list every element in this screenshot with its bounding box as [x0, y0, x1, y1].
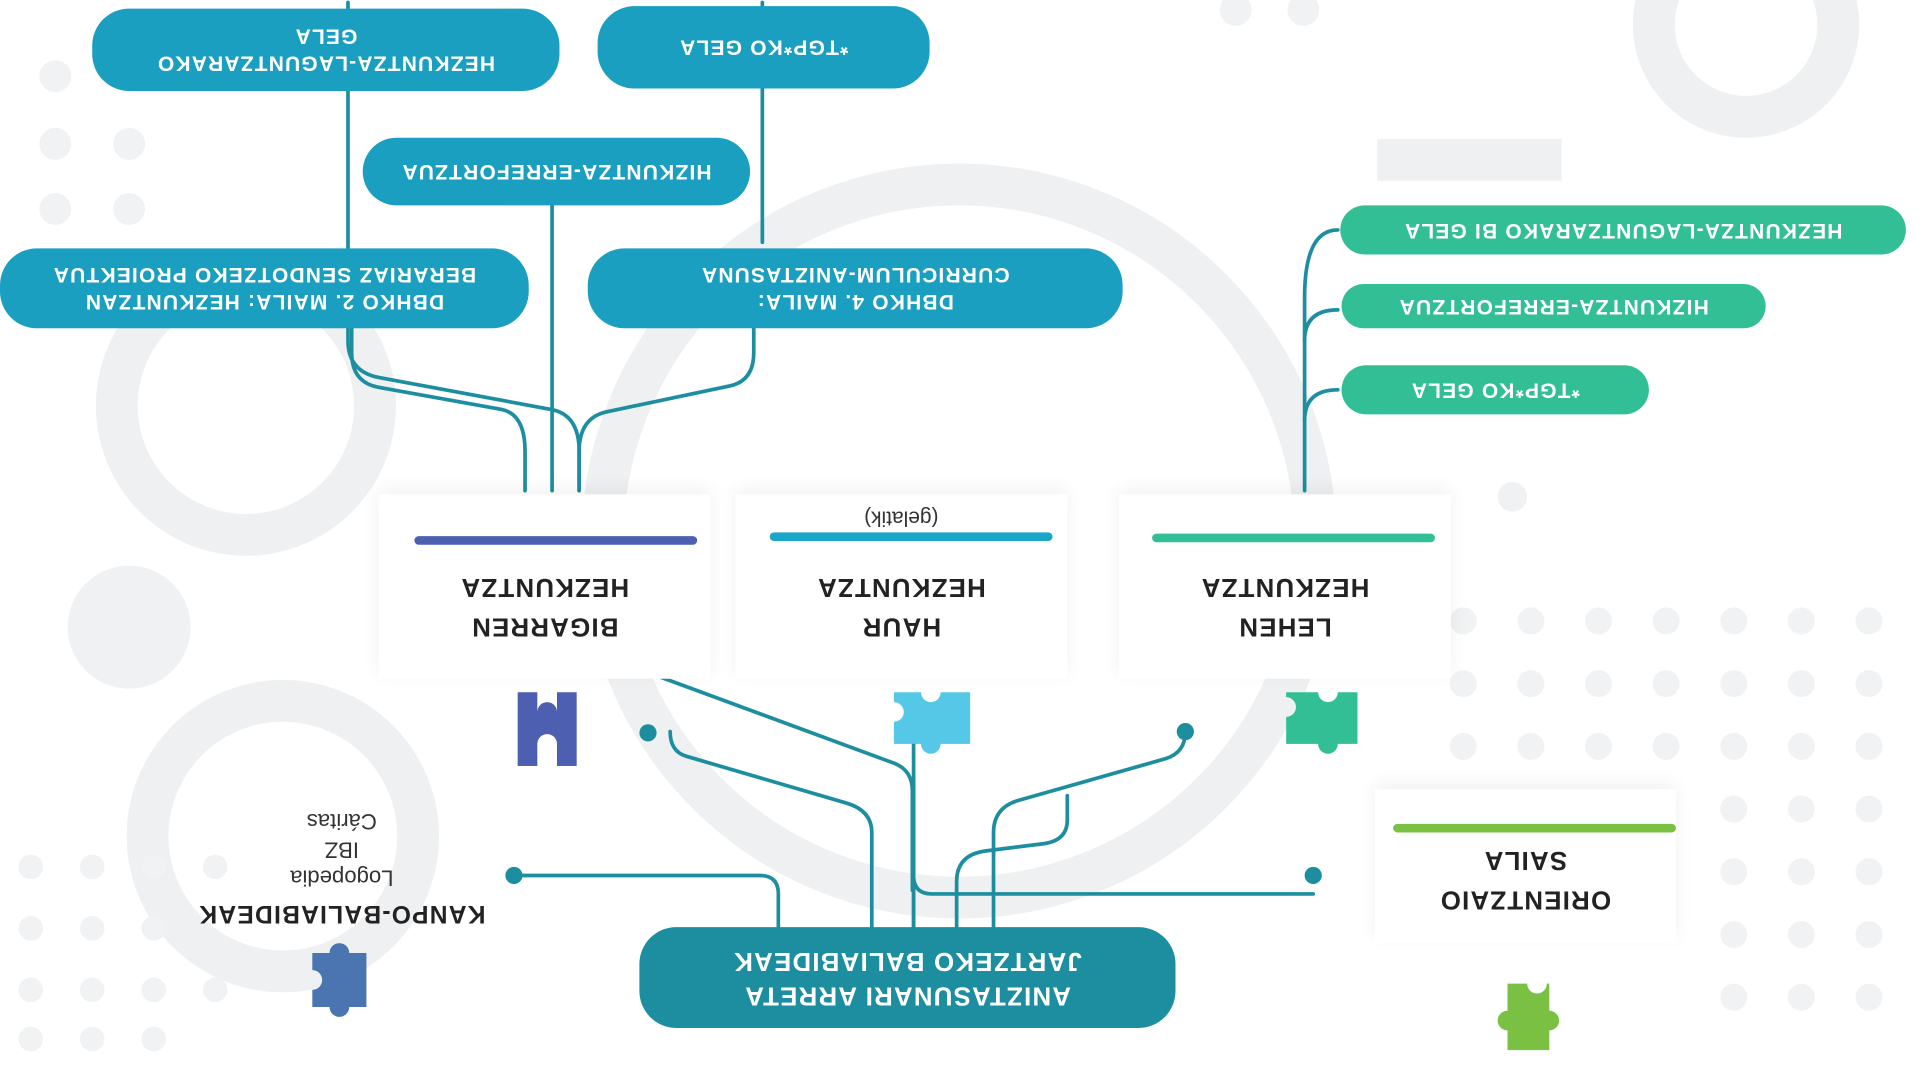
primary-item-tgp: *TGP*KO GELA [1341, 365, 1649, 415]
infant-title-line2: HEZKUNTZA [816, 572, 986, 602]
primary-title-line1: LEHEN [1238, 612, 1332, 641]
secondary-item-tgp-label: *TGP*KO GELA [678, 36, 849, 60]
connector-bigarren-dbh2 [349, 326, 527, 493]
connector-kanpo [512, 873, 781, 929]
puzzle-icon [517, 692, 577, 767]
secondary-item-dbh4: DBHKO 4. MAILA: CURRICULUM-ANIZTASUNA [587, 248, 1123, 329]
central-title-line2: JARTZEKO BALIABIDEAK [733, 946, 1082, 976]
secondary-item-dbh2: DBHKO 2. MAILA: HEZKUNTZAN BERARIAZ SEND… [0, 248, 529, 329]
node-dot [505, 866, 523, 885]
primary-item-laguntza-label: HEZKUNTZA-LAGUNTZARAKO BI GELA [1403, 218, 1843, 243]
central-title-line1: ANIZTASUNARI ARRETA [743, 981, 1071, 1010]
primary-bar [1152, 533, 1435, 543]
primary-item-hizkuntza: HIZKUNTZA-ERREFORTZUA [1341, 284, 1766, 329]
infant-title: HAUR HEZKUNTZA [735, 567, 1067, 646]
connector-lehen [991, 729, 1188, 929]
connector-lehen-items [1302, 228, 1340, 493]
node-dot [1176, 723, 1194, 741]
external-items: Logopedia IBZ Cáritas [231, 807, 452, 892]
primary-title-line2: HEZKUNTZA [1200, 572, 1370, 602]
connector-hub-right [668, 729, 874, 929]
secondary-item-dbh2-line1: DBHKO 2. MAILA: HEZKUNTZAN [84, 290, 445, 315]
node-dot [639, 724, 657, 742]
secondary-item-dbh4-line1: DBHKO 4. MAILA: [756, 290, 954, 315]
primary-title: LEHEN HEZKUNTZA [1119, 567, 1451, 646]
puzzle-icon [893, 692, 971, 754]
dot-grid-right [1449, 607, 1883, 1011]
infant-title-line1: HAUR [861, 612, 942, 641]
external-title: KANPO-BALIABIDEAK [198, 900, 486, 928]
guidance-title-line1: ORIENTZAIO [1439, 885, 1612, 914]
connector-lehen-item-2 [1302, 387, 1340, 423]
dot-grid-top-left [39, 0, 1320, 226]
external-resources-group: KANPO-BALIABIDEAK Logopedia IBZ Cáritas [198, 783, 485, 1029]
primary-item-tgp-label: *TGP*KO GELA [1410, 378, 1580, 403]
secondary-item-laguntza-line1: HEZKUNTZA-LAGUNTZARAKO [156, 52, 495, 76]
guidance-title: ORIENTZAIO SAILA [1375, 840, 1676, 919]
guidance-bar [1393, 823, 1676, 833]
connector-central-stem [954, 793, 1070, 929]
external-item-caritas: Cáritas [306, 809, 377, 834]
puzzle-icon [312, 943, 367, 1017]
secondary-title: BIGARREN HEZKUNTZA [379, 567, 711, 646]
secondary-title-line2: HEZKUNTZA [460, 572, 630, 602]
secondary-bar [414, 536, 698, 545]
infant-bar [769, 532, 1053, 542]
external-item-logopedia: Logopedia [290, 865, 394, 891]
connector-lehen-item-3 [1302, 308, 1340, 343]
secondary-item-tgp: *TGP*KO GELA [597, 6, 930, 89]
puzzle-icon [1497, 983, 1560, 1051]
secondary-item-laguntza: HEZKUNTZA-LAGUNTZARAKO GELA [92, 8, 560, 91]
dot-grid-left [18, 854, 228, 1052]
secondary-item-laguntza-line2: GELA [294, 25, 358, 49]
node-dot [1304, 866, 1322, 885]
external-item-ibz: IBZ [324, 837, 360, 862]
connector-bigarren-laguntza [346, 0, 581, 493]
infant-note: (gelatik) [864, 506, 939, 530]
primary-item-hizkuntza-label: HIZKUNTZA-ERREFORTZUA [1398, 295, 1709, 319]
guidance-title-line2: SAILA [1483, 845, 1568, 875]
secondary-item-dbh2-line2: BERARIAZ SENDOTZEKO PROIEKTUA [52, 263, 477, 288]
secondary-item-hizkuntza: HIZKUNTZA-ERREFORTZUA [362, 137, 751, 206]
puzzle-icon [1286, 692, 1358, 754]
secondary-item-hizkuntza-label: HIZKUNTZA-ERREFORTZUA [401, 160, 712, 184]
central-resources-pill: ANIZTASUNARI ARRETA JARTZEKO BALIABIDEAK [639, 927, 1176, 1028]
connector-bigarren-dbh4 [577, 326, 756, 493]
secondary-item-dbh4-line2: CURRICULUM-ANIZTASUNA [700, 263, 1010, 288]
secondary-title-line1: BIGARREN [470, 612, 619, 641]
primary-item-laguntza: HEZKUNTZA-LAGUNTZARAKO BI GELA [1340, 205, 1906, 255]
